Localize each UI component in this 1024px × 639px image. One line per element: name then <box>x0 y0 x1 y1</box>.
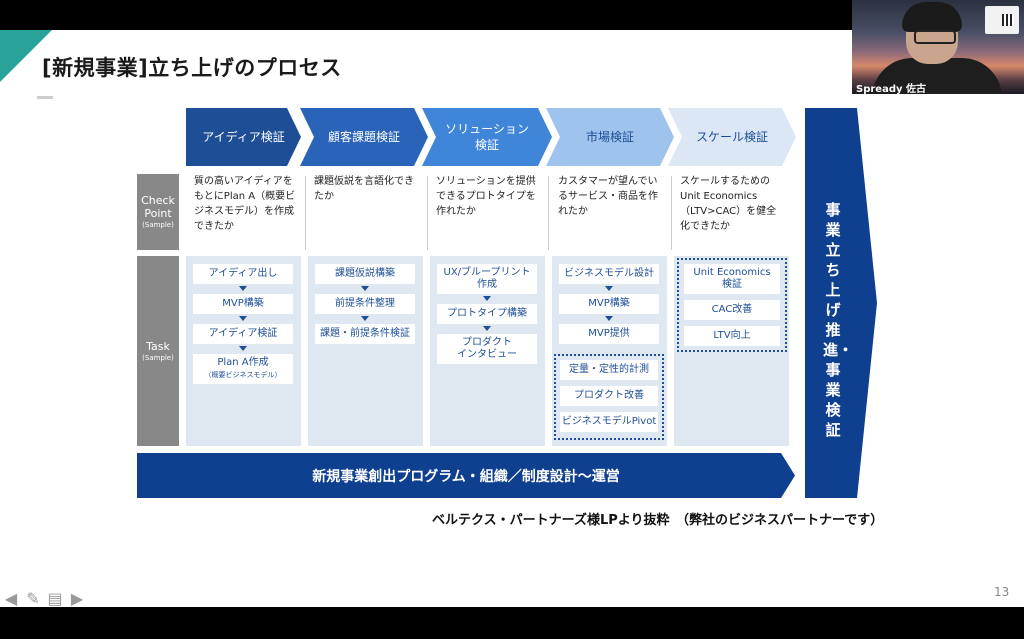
down-arrow-icon <box>239 346 247 351</box>
qr-code-icon <box>1002 14 1014 26</box>
bottom-black-bar <box>0 607 1024 639</box>
task-item-sublabel: （概要ビジネスモデル） <box>204 371 282 379</box>
video-person-hair <box>902 2 962 32</box>
stage-label: スケール検証 <box>695 130 768 144</box>
task-column-1 <box>186 256 301 446</box>
down-arrow-icon <box>239 316 247 321</box>
task-item: プロダクト改善 <box>560 386 658 406</box>
corner-accent <box>0 30 52 82</box>
pen-icon[interactable]: ✎ <box>26 588 40 608</box>
presentation-slide: [新規事業]立ち上げのプロセス アイディア検証 顧客課題検証 ソリューション 検… <box>0 30 1024 607</box>
checkpoint-3: ソリューションを提供できるプロトタイプを作れたか <box>436 176 536 217</box>
task-item: MVP提供 <box>559 324 659 344</box>
task-item: UX/ブループリント 作成 <box>437 264 537 294</box>
checkpoint-1: 質の高いアイディアをもとにPlan A（概要ビジネスモデル）を作成できたか <box>194 176 296 232</box>
stage-label: 顧客課題検証 <box>327 130 400 144</box>
task-item: プロトタイプ構築 <box>437 304 537 324</box>
down-arrow-icon <box>361 316 369 321</box>
divider <box>305 176 306 250</box>
task-item: ビジネスモデルPivot <box>560 412 658 432</box>
stage-label: アイディア検証 <box>202 130 285 144</box>
stage-arrow-2: 顧客課題検証 <box>300 108 428 166</box>
checkpoint-2: 課題仮説を言語化できたか <box>314 176 414 202</box>
task-item: Unit Economics 検証 <box>684 264 780 294</box>
loop-box <box>554 354 664 440</box>
slide-toolbar: ◀ ✎ ▤ ▶ <box>2 588 86 608</box>
task-column-2 <box>308 256 423 446</box>
task-item: 課題・前提条件検証 <box>315 324 415 344</box>
stage-arrow-5: スケール検証 <box>668 108 796 166</box>
checkpoint-5: スケールするためのUnit Economics（LTV>CAC）を健全化できたか <box>680 176 777 232</box>
down-arrow-icon <box>605 286 613 291</box>
task-item: 定量・定性的計測 <box>560 360 658 380</box>
task-item: アイディア出し <box>193 264 293 284</box>
row-label-main: Task <box>146 339 170 353</box>
row-label-main: Check Point <box>141 194 175 220</box>
task-row-label: Task (Sample) <box>137 256 179 446</box>
checkpoint-row-label: Check Point (Sample) <box>137 174 179 250</box>
loop-box <box>677 258 787 352</box>
slide-title: [新規事業]立ち上げのプロセス <box>42 56 342 80</box>
task-item: プロダクト インタビュー <box>437 334 537 364</box>
stage-label: 市場検証 <box>585 130 634 144</box>
menu-icon[interactable]: ▤ <box>47 588 63 608</box>
down-arrow-icon <box>483 296 491 301</box>
divider <box>548 176 549 250</box>
participant-name: Spready 佐古 <box>856 84 926 94</box>
task-item-label: Plan A作成 <box>217 357 269 368</box>
task-item: ビジネスモデル設計 <box>559 264 659 284</box>
task-item: 課題仮説構築 <box>315 264 415 284</box>
checkpoint-4: カスタマーが望んでいるサービス・商品を作れたか <box>558 176 658 217</box>
task-item: アイディア検証 <box>193 324 293 344</box>
task-item: MVP構築 <box>193 294 293 314</box>
down-arrow-icon <box>605 316 613 321</box>
next-arrow-icon[interactable]: ▶ <box>70 588 84 608</box>
task-item: LTV向上 <box>684 326 780 346</box>
side-bar: 事業立ち上げ推進・事業検証 <box>805 108 877 498</box>
stage-arrow-3: ソリューション 検証 <box>422 108 552 166</box>
task-item: 前提条件整理 <box>315 294 415 314</box>
participant-video[interactable]: Spready 佐古 <box>852 0 1024 94</box>
side-bar-text: 事業立ち上げ推進・事業検証 <box>823 201 854 439</box>
video-person-glasses <box>914 30 956 44</box>
down-arrow-icon <box>239 286 247 291</box>
down-arrow-icon <box>361 286 369 291</box>
stage-arrow-1: アイディア検証 <box>186 108 301 166</box>
down-arrow-icon <box>483 326 491 331</box>
source-note: ベルテクス・パートナーズ様LPより抜粋 （弊社のビジネスパートナーです） <box>432 513 884 528</box>
page-number: 13 <box>994 585 1010 599</box>
divider <box>671 176 672 250</box>
task-item: CAC改善 <box>684 300 780 320</box>
program-bar: 新規事業創出プログラム・組織／制度設計〜運営 <box>137 453 795 498</box>
stage-label: ソリューション 検証 <box>445 122 529 152</box>
task-item: Plan A作成 （概要ビジネスモデル） <box>193 354 293 384</box>
task-item: MVP構築 <box>559 294 659 314</box>
title-underline <box>37 96 53 99</box>
row-label-sub: (Sample) <box>142 353 174 362</box>
video-person-body <box>872 58 1002 94</box>
stage-arrow-4: 市場検証 <box>546 108 674 166</box>
row-label-sub: (Sample) <box>142 221 174 229</box>
divider <box>427 176 428 250</box>
prev-arrow-icon[interactable]: ◀ <box>4 588 18 608</box>
